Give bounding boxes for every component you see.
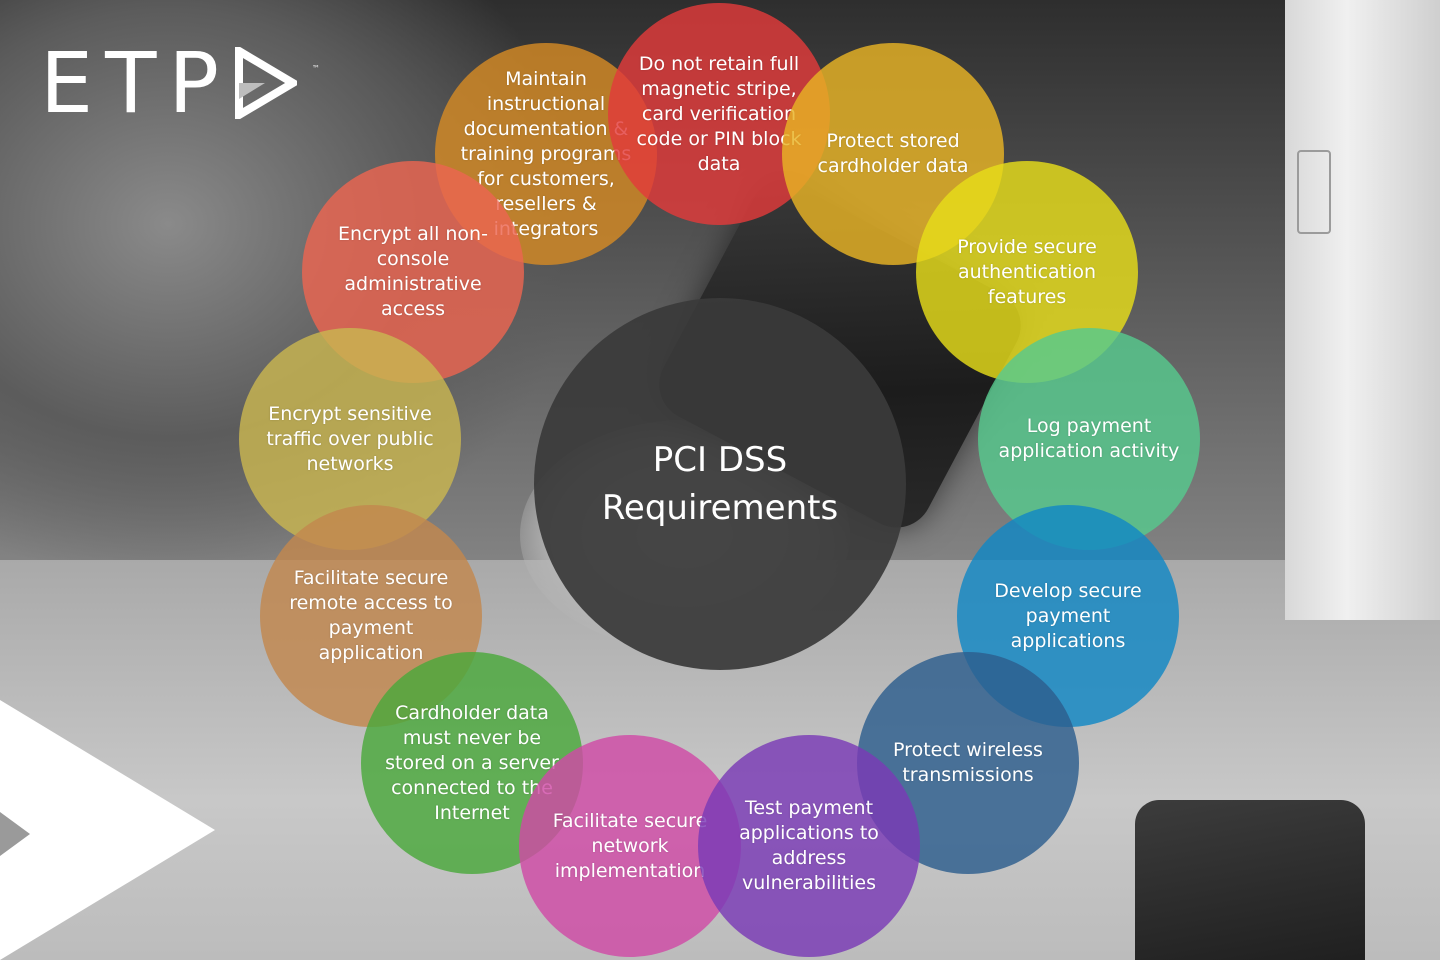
background-cabinet xyxy=(1285,0,1440,620)
requirement-label: Maintain instructional documentation & t… xyxy=(460,67,632,240)
logo-play-icon xyxy=(235,47,298,119)
requirement-label: Log payment application activity xyxy=(998,415,1180,462)
center-hub: PCI DSS Requirements xyxy=(534,298,906,670)
requirement-label: Cardholder data must never be stored on … xyxy=(385,701,559,824)
requirement-label: Protect stored cardholder data xyxy=(817,130,969,177)
requirement-bubble: Encrypt sensitive traffic over public ne… xyxy=(239,328,461,550)
logo-text: ETP xyxy=(40,34,232,132)
requirement-label: Protect wireless transmissions xyxy=(893,739,1043,786)
requirement-label: Develop secure payment applications xyxy=(994,579,1142,652)
requirement-bubble: Test payment applications to address vul… xyxy=(698,735,920,957)
decorative-triangle-accent xyxy=(0,812,30,856)
etp-logo: ETP ™ xyxy=(40,34,320,132)
center-title: PCI DSS Requirements xyxy=(601,440,839,528)
requirement-label: Do not retain full magnetic stripe, card… xyxy=(636,52,802,175)
requirement-label: Encrypt all non-console administrative a… xyxy=(338,223,488,320)
requirement-label: Encrypt sensitive traffic over public ne… xyxy=(266,402,434,475)
requirement-label: Test payment applications to address vul… xyxy=(739,797,879,894)
logo-trademark: ™ xyxy=(312,64,320,73)
background-second-terminal xyxy=(1135,800,1365,960)
requirement-label: Facilitate secure remote access to payme… xyxy=(289,567,453,664)
requirement-label: Provide secure authentication features xyxy=(957,235,1097,308)
requirement-label: Facilitate secure network implementation xyxy=(552,809,708,882)
requirement-bubble: Facilitate secure network implementation xyxy=(519,735,741,957)
decorative-triangle xyxy=(0,700,215,960)
